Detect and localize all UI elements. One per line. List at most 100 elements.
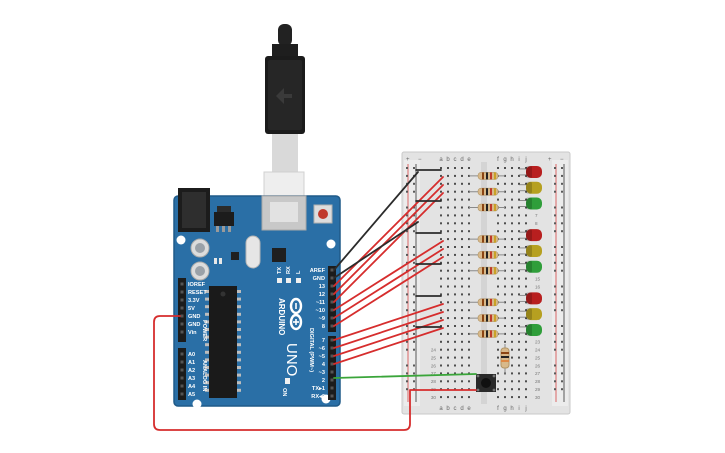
breadboard-hole[interactable] <box>440 261 442 264</box>
breadboard-hole[interactable] <box>461 348 463 351</box>
arduino-uno-board[interactable]: TX RX L ARDUINO UNO ON <box>173 188 341 409</box>
reset-button[interactable] <box>313 204 333 224</box>
header-pin[interactable] <box>330 284 334 288</box>
breadboard-hole[interactable] <box>440 206 442 209</box>
rail-hole[interactable] <box>406 214 408 217</box>
header-pin[interactable] <box>330 316 334 320</box>
breadboard-hole[interactable] <box>447 246 449 248</box>
breadboard-hole[interactable] <box>468 214 470 217</box>
breadboard-hole[interactable] <box>454 309 456 312</box>
rail-hole[interactable] <box>554 309 556 312</box>
breadboard-hole[interactable] <box>440 230 442 233</box>
breadboard-hole[interactable] <box>518 293 520 296</box>
resistor[interactable] <box>469 172 505 180</box>
signal-wire[interactable] <box>333 327 444 365</box>
breadboard-hole[interactable] <box>454 293 456 296</box>
breadboard-hole[interactable] <box>525 388 527 391</box>
breadboard-hole[interactable] <box>454 332 456 335</box>
resistor[interactable] <box>469 235 505 243</box>
rail-hole[interactable] <box>413 206 415 209</box>
rail-hole[interactable] <box>413 364 415 367</box>
breadboard-hole[interactable] <box>447 325 449 327</box>
breadboard-hole[interactable] <box>461 277 463 280</box>
breadboard-hole[interactable] <box>454 261 456 264</box>
rail-hole[interactable] <box>406 388 408 391</box>
breadboard-hole[interactable] <box>440 277 442 280</box>
header-pin[interactable] <box>180 376 184 380</box>
signal-wire[interactable] <box>333 192 444 303</box>
rail-hole[interactable] <box>561 246 563 248</box>
rail-hole[interactable] <box>561 332 563 335</box>
breadboard-hole[interactable] <box>504 340 506 343</box>
breadboard-hole[interactable] <box>497 325 499 327</box>
breadboard-hole[interactable] <box>454 238 456 241</box>
rail-hole[interactable] <box>413 230 415 233</box>
header-pin[interactable] <box>330 394 334 398</box>
rail-hole[interactable] <box>554 293 556 296</box>
breadboard-hole[interactable] <box>518 253 520 256</box>
rail-hole[interactable] <box>561 230 563 233</box>
breadboard-hole[interactable] <box>468 364 470 367</box>
breadboard-hole[interactable] <box>447 174 449 177</box>
breadboard-hole[interactable] <box>518 301 520 304</box>
breadboard-hole[interactable] <box>525 293 527 296</box>
breadboard-hole[interactable] <box>504 380 506 383</box>
rail-hole[interactable] <box>406 285 408 288</box>
signal-wire[interactable] <box>333 256 444 327</box>
breadboard-hole[interactable] <box>518 222 520 225</box>
rail-hole[interactable] <box>554 182 556 185</box>
breadboard-hole[interactable] <box>525 222 527 225</box>
breadboard-hole[interactable] <box>440 174 442 177</box>
breadboard-hole[interactable] <box>454 317 456 320</box>
breadboard-hole[interactable] <box>511 364 513 367</box>
rail-hole[interactable] <box>406 325 408 327</box>
breadboard-hole[interactable] <box>525 230 527 233</box>
breadboard-hole[interactable] <box>440 167 442 169</box>
breadboard-hole[interactable] <box>447 206 449 209</box>
breadboard-hole[interactable] <box>511 380 513 383</box>
breadboard-hole[interactable] <box>440 372 442 375</box>
breadboard-hole[interactable] <box>468 261 470 264</box>
breadboard-hole[interactable] <box>461 230 463 233</box>
rail-hole[interactable] <box>561 285 563 288</box>
rail-hole[interactable] <box>406 380 408 383</box>
breadboard-hole[interactable] <box>454 167 456 169</box>
breadboard-hole[interactable] <box>497 230 499 233</box>
breadboard-hole[interactable] <box>497 380 499 383</box>
breadboard-hole[interactable] <box>461 167 463 169</box>
breadboard-hole[interactable] <box>525 309 527 312</box>
breadboard-hole[interactable] <box>497 277 499 280</box>
header-pin[interactable] <box>330 268 334 272</box>
breadboard-hole[interactable] <box>454 364 456 367</box>
breadboard-hole[interactable] <box>454 174 456 177</box>
rail-hole[interactable] <box>554 222 556 225</box>
breadboard-hole[interactable] <box>461 396 463 399</box>
breadboard-hole[interactable] <box>525 214 527 217</box>
breadboard-hole[interactable] <box>497 246 499 248</box>
breadboard-hole[interactable] <box>454 198 456 201</box>
breadboard-hole[interactable] <box>468 285 470 288</box>
breadboard-hole[interactable] <box>468 325 470 327</box>
breadboard-hole[interactable] <box>440 340 442 343</box>
rail-hole[interactable] <box>413 167 415 169</box>
breadboard-hole[interactable] <box>447 396 449 399</box>
breadboard-hole[interactable] <box>447 261 449 264</box>
breadboard-hole[interactable] <box>504 167 506 169</box>
resistor[interactable] <box>469 314 505 322</box>
breadboard-hole[interactable] <box>511 396 513 399</box>
breadboard-hole[interactable] <box>525 261 527 264</box>
breadboard-hole[interactable] <box>454 277 456 280</box>
rail-hole[interactable] <box>406 174 408 177</box>
rail-hole[interactable] <box>406 309 408 312</box>
breadboard-hole[interactable] <box>518 269 520 272</box>
breadboard-hole[interactable] <box>518 246 520 248</box>
breadboard-hole[interactable] <box>461 190 463 193</box>
breadboard-hole[interactable] <box>461 372 463 375</box>
rail-hole[interactable] <box>406 246 408 248</box>
breadboard-hole[interactable] <box>447 317 449 320</box>
breadboard-hole[interactable] <box>497 222 499 225</box>
rail-hole[interactable] <box>406 190 408 193</box>
breadboard-hole[interactable] <box>511 190 513 193</box>
breadboard-hole[interactable] <box>511 332 513 335</box>
rail-hole[interactable] <box>554 261 556 264</box>
